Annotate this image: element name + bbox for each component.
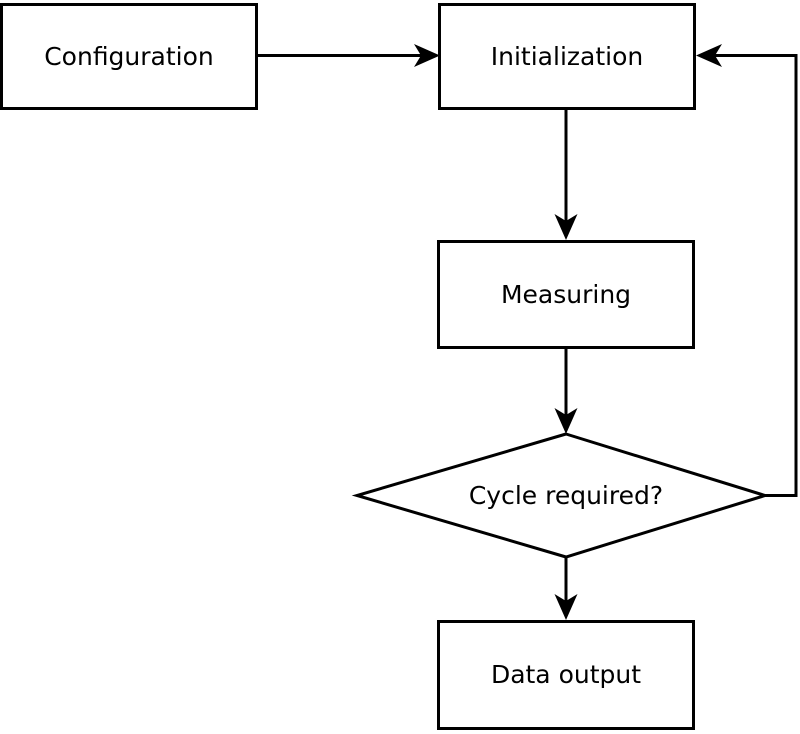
- node-cycle-required-shape: [351, 432, 771, 559]
- edge-configuration-initialization: [258, 44, 440, 67]
- edge-cycle-required-initialization-feedback: [696, 44, 798, 497]
- node-initialization: Initialization: [438, 3, 696, 110]
- edge-initialization-measuring: [554, 110, 578, 240]
- node-initialization-label: Initialization: [490, 41, 644, 71]
- edge-cycle-required-data-output: [554, 557, 578, 620]
- node-data-output-label: Data output: [490, 660, 642, 689]
- edge-measuring-cycle-required: [554, 349, 578, 434]
- node-configuration-label: Configuration: [44, 41, 214, 71]
- arrowhead-down-icon: [554, 408, 578, 434]
- node-measuring: Measuring: [437, 240, 695, 349]
- arrowhead-down-icon: [554, 214, 578, 240]
- node-configuration: Configuration: [0, 3, 258, 110]
- node-measuring-label: Measuring: [500, 279, 632, 309]
- arrowhead-right-icon: [414, 44, 440, 67]
- arrowhead-left-icon: [696, 44, 722, 67]
- node-data-output: Data output: [437, 620, 695, 730]
- arrowhead-down-icon: [554, 594, 578, 620]
